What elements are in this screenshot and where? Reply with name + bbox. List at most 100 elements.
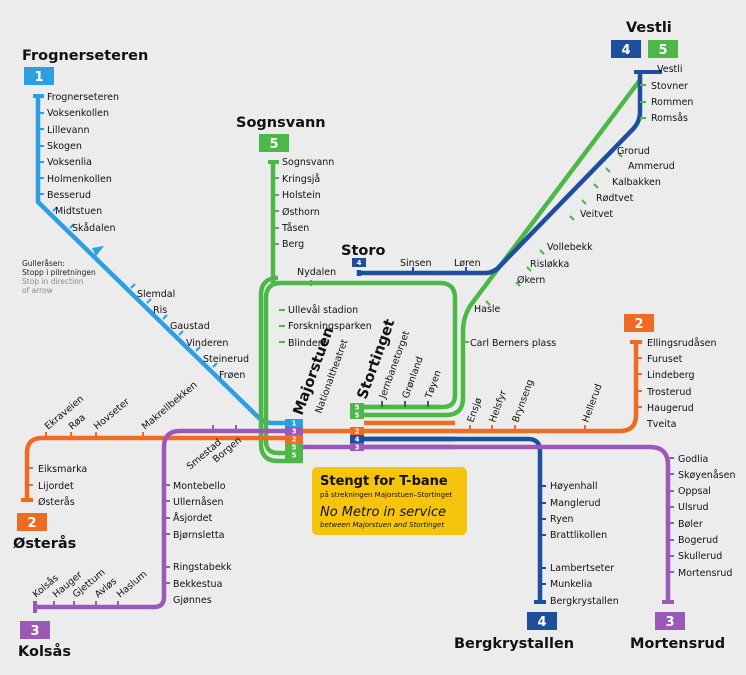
- svg-text:4: 4: [621, 43, 630, 58]
- station-steinerud: Steinerud: [203, 354, 249, 365]
- svg-text:2: 2: [27, 516, 36, 531]
- terminal-frognerseteren: Frognerseteren: [22, 48, 148, 64]
- station-gaustad: Gaustad: [170, 321, 210, 332]
- line-4: [350, 70, 662, 604]
- station-stovner: Stovner: [651, 81, 688, 92]
- station-blindern: Blindern: [288, 338, 327, 349]
- line-2-east-labels: Ellingsrudåsen Furuset Lindeberg Troster…: [646, 338, 717, 430]
- station-manglerud: Manglerud: [550, 498, 601, 509]
- station-grorud: Grorud: [617, 146, 650, 157]
- svg-text:of arrow: of arrow: [22, 286, 53, 295]
- station-skadalen: Skådalen: [72, 223, 116, 234]
- badge-line-2-ellingsrudasen: 2: [624, 314, 654, 332]
- station-ryen: Ryen: [550, 514, 574, 525]
- station-munkelia: Munkelia: [550, 579, 592, 590]
- station-vestli: Vestli: [657, 64, 683, 75]
- stortinget-num-5: 3: [355, 444, 360, 452]
- station-holmenkollen: Holmenkollen: [47, 174, 112, 185]
- line-5-west-ticks: [273, 177, 312, 343]
- station-kalbakken: Kalbakken: [612, 177, 661, 188]
- station-holstein: Holstein: [282, 190, 321, 201]
- trunk-num-1: 1: [292, 420, 297, 428]
- svg-text:Stop in direction: Stop in direction: [22, 277, 84, 286]
- svg-text:3: 3: [665, 615, 674, 630]
- station-vinderen: Vinderen: [186, 338, 228, 349]
- station-oppsal: Oppsal: [678, 486, 711, 497]
- station-trosterud: Trosterud: [646, 387, 691, 398]
- station-toyen: Tøyen: [423, 369, 444, 401]
- station-makrellbekken: Makrellbekken: [140, 380, 200, 433]
- station-berg: Berg: [282, 239, 304, 250]
- station-ringstabekk: Ringstabekk: [173, 562, 232, 573]
- station-kringsja: Kringsjå: [282, 174, 320, 185]
- station-haslum: Haslum: [115, 569, 150, 600]
- station-hovseter: Hovseter: [92, 396, 132, 432]
- station-lijordet: Lijordet: [38, 481, 74, 492]
- terminal-osteras: Østerås: [13, 535, 76, 552]
- line-3-ticks: [53, 425, 674, 607]
- station-ulleval-stadion: Ullevål stadion: [288, 305, 358, 316]
- line-3-west-labels: Smestad Borgen Montebello Ullernåsen Åsj…: [31, 435, 244, 606]
- badge-line-4-vestli: 4: [611, 40, 641, 58]
- notice-title-en: No Metro in service: [320, 505, 446, 520]
- station-rommen: Rommen: [651, 97, 693, 108]
- line-3-south-labels: Godlia Skøyenåsen Oppsal Ulsrud Bøler Bo…: [678, 454, 735, 579]
- line-1-labels: Frognerseteren Voksenkollen Lillevann Sk…: [47, 92, 249, 381]
- svg-text:Stopp i pilretningen: Stopp i pilretningen: [22, 268, 96, 277]
- station-ensjo: Ensjø: [465, 396, 484, 424]
- line-5-loop: [258, 78, 642, 464]
- station-vollebekk: Vollebekk: [547, 242, 593, 253]
- station-rodtvet: Rødtvet: [596, 193, 634, 204]
- station-skoyenasen: Skøyenåsen: [678, 470, 735, 481]
- station-furuset: Furuset: [647, 354, 683, 365]
- svg-text:1: 1: [34, 70, 43, 85]
- station-helsfyr: Helsfyr: [487, 389, 509, 424]
- station-froen: Frøen: [219, 370, 245, 381]
- station-bergkrystallen: Bergkrystallen: [550, 596, 619, 607]
- svg-text:5: 5: [658, 43, 667, 58]
- station-ammerud: Ammerud: [628, 161, 675, 172]
- station-ellingsrudasen: Ellingsrudåsen: [647, 338, 717, 349]
- hub-storo: Storo: [341, 243, 385, 259]
- closure-notice: Stengt for T-bane på strekningen Majorst…: [312, 467, 467, 535]
- svg-text:5: 5: [269, 137, 278, 152]
- line-1-arrow: [92, 246, 104, 256]
- station-eiksmarka: Eiksmarka: [38, 464, 87, 475]
- station-montebello: Montebello: [173, 481, 226, 492]
- svg-text:Gulleråsen:: Gulleråsen:: [22, 259, 65, 268]
- notice-title: Stengt for T-bane: [320, 474, 448, 489]
- station-frognerseteren: Frognerseteren: [47, 92, 119, 103]
- line-4-ticks: [412, 267, 546, 585]
- station-voksenkollen: Voksenkollen: [47, 108, 109, 119]
- stortinget-num-4: 4: [355, 436, 360, 444]
- station-mortensrud: Mortensrud: [678, 568, 732, 579]
- line-2-ticks: [27, 357, 642, 486]
- station-tveita: Tveita: [646, 419, 676, 430]
- line-4-south-labels: Høyenhall Manglerud Ryen Brattlikollen L…: [550, 481, 619, 607]
- station-lambertseter: Lambertseter: [550, 563, 614, 574]
- station-forskningsparken: Forskningsparken: [288, 321, 372, 332]
- badge-line-3-mortensrud: 3: [655, 612, 685, 630]
- station-sognsvann: Sognsvann: [282, 157, 334, 168]
- line-5-east-ticks: [463, 84, 646, 343]
- station-skullerud: Skullerud: [678, 551, 722, 562]
- station-hellerud: Hellerud: [580, 383, 604, 424]
- badge-line-3-kolsas: 3: [20, 621, 50, 639]
- stortinget-num-1: 5: [355, 404, 360, 412]
- svg-text:4: 4: [537, 615, 546, 630]
- station-midtstuen: Midtstuen: [55, 206, 102, 217]
- terminal-vestli: Vestli: [626, 20, 672, 36]
- station-haugerud: Haugerud: [647, 403, 694, 414]
- station-asjordet: Åsjordet: [173, 512, 213, 524]
- badge-storo-small: 4: [352, 258, 366, 267]
- station-brynseng: Brynseng: [510, 378, 536, 424]
- ring-labels: Sinsen Løren Hasle Carl Berners plass: [400, 258, 556, 349]
- station-osteras: Østerås: [38, 497, 75, 508]
- line-1-ticks: [38, 112, 218, 368]
- notice-subtitle-en: between Majorstuen and Stortinget: [320, 521, 444, 529]
- station-ullernasen: Ullernåsen: [173, 497, 223, 508]
- trunk-num-4: 5: [292, 444, 297, 452]
- stortinget-num-3: 2: [355, 428, 360, 436]
- station-slemdal: Slemdal: [137, 289, 175, 300]
